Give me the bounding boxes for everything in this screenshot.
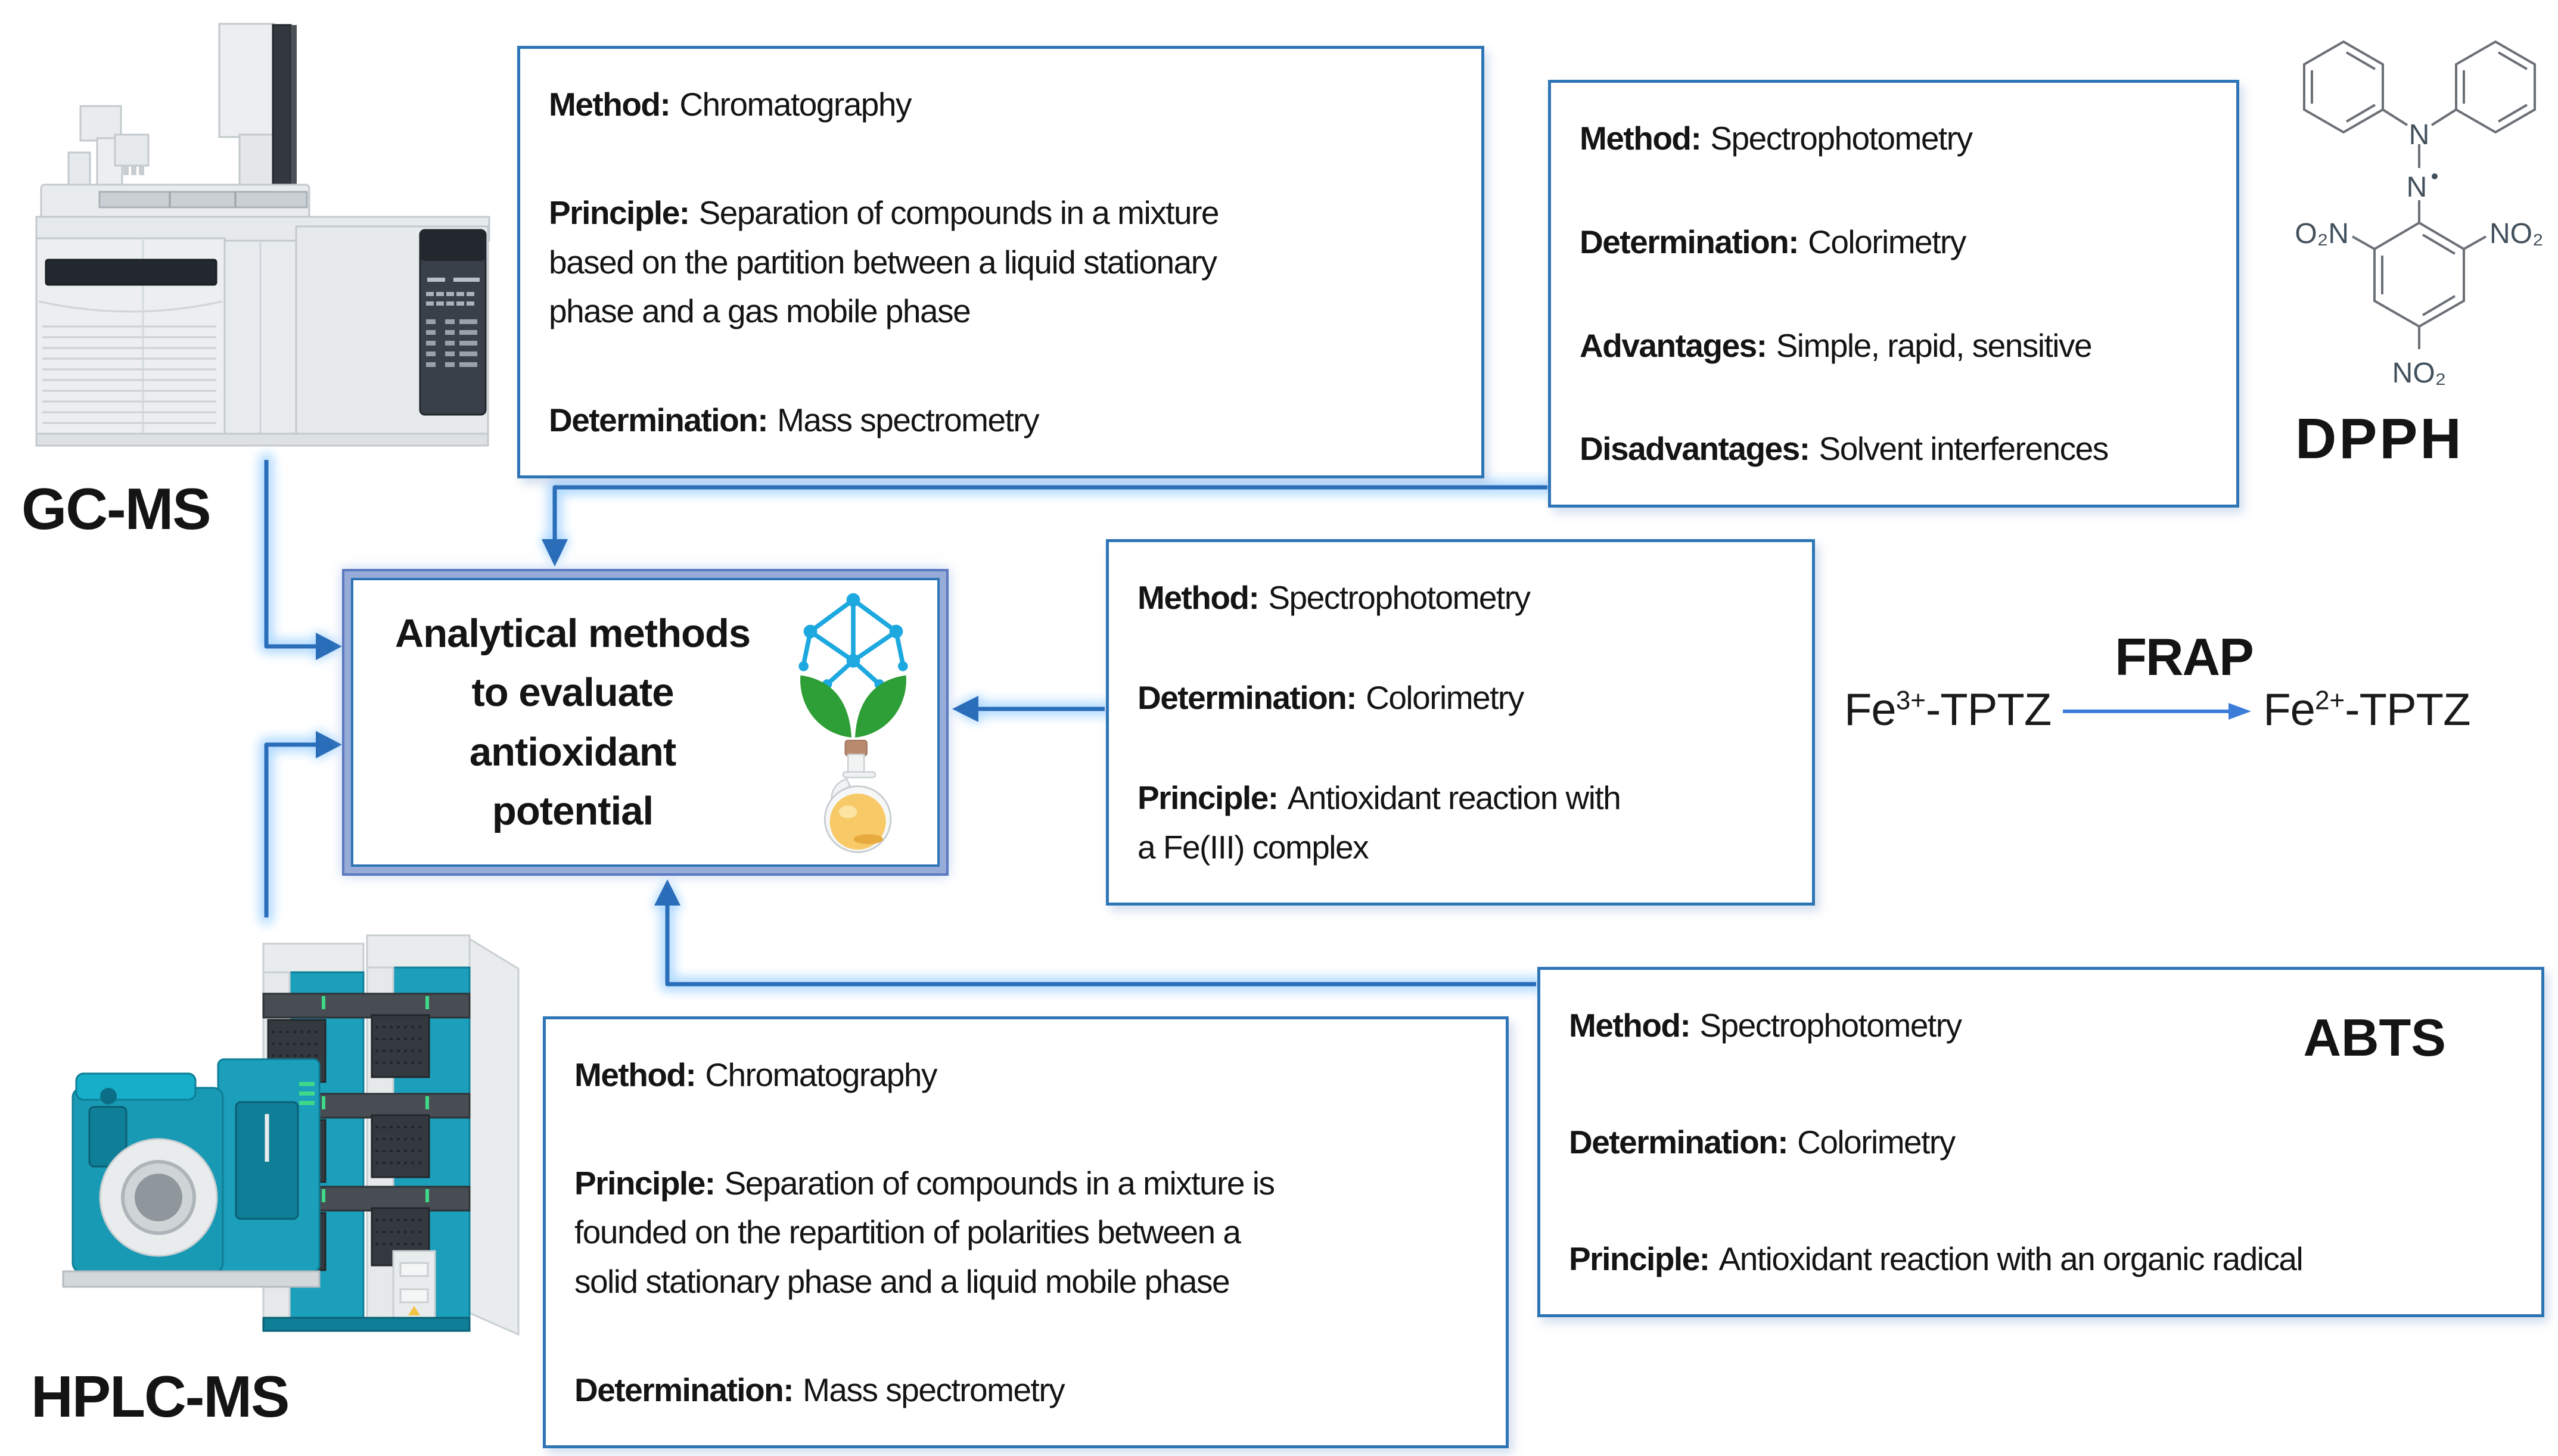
method-entry: Method:Spectrophotometry <box>1137 579 1531 616</box>
principle-label: Principle: <box>549 194 690 232</box>
dpph-arrowhead <box>542 539 568 567</box>
frap-reactant: Fe3+-TPTZ <box>1844 685 2052 735</box>
dpph-arrow <box>552 485 1547 542</box>
hplcms-arrow <box>264 742 318 917</box>
hplcms-arrow-glow <box>259 738 329 925</box>
oil-bottle-icon <box>823 739 892 853</box>
method-entry: Method:Chromatography <box>574 1056 937 1093</box>
dpph-info-box: Method:Spectrophotometry Determination:C… <box>1548 80 2239 508</box>
method-entry: Method:Spectrophotometry <box>1580 120 1973 157</box>
leaf-icon <box>800 674 906 738</box>
nitro-group-left: O₂N <box>2295 218 2349 250</box>
molecule-plant-icon <box>798 593 908 738</box>
determination-entry: Determination:Mass spectrometry <box>574 1371 1065 1408</box>
principle-entry: Principle:Antioxidant reaction with an o… <box>1569 1240 2304 1277</box>
principle-entry: Principle:Separation of compounds in a m… <box>549 194 1220 330</box>
hplcms-info-box: Method:Chromatography Principle:Separati… <box>543 1016 1509 1448</box>
principle-entry: Principle:Antioxidant reaction with a Fe… <box>1137 779 1621 866</box>
method-value: Chromatography <box>679 86 912 123</box>
frap-label: FRAP <box>2115 627 2254 686</box>
abts-arrowhead <box>654 879 680 906</box>
dpph-label: DPPH <box>2295 407 2464 471</box>
reaction-arrow-icon <box>2063 702 2252 720</box>
hplcms-instrument-illustration <box>62 934 520 1336</box>
central-topic-text: Analytical methods to evaluate antioxida… <box>394 611 751 833</box>
dpph-structure: N N O₂N NO₂ NO₂ <box>2295 40 2544 389</box>
hplcms-label: HPLC-MS <box>31 1364 290 1429</box>
nitro-group-right: NO₂ <box>2489 218 2544 250</box>
frap-reaction-equation: Fe3+-TPTZ Fe2+-TPTZ <box>1844 684 2471 736</box>
abts-info-box: ABTS Method:Spectrophotometry Determinat… <box>1537 967 2544 1317</box>
abts-arrow-glow <box>660 894 1543 991</box>
principle-value: Separation of compounds in a mixture <box>698 194 1220 232</box>
central-topic-box: Analytical methods to evaluate antioxida… <box>342 569 949 876</box>
method-label: Method: <box>549 86 671 123</box>
nitrogen-atom: N <box>2409 119 2430 151</box>
gcms-label: GC-MS <box>21 476 212 542</box>
advantages-entry: Advantages:Simple, rapid, sensitive <box>1580 326 2093 364</box>
frap-product: Fe2+-TPTZ <box>2263 685 2470 735</box>
hplcms-arrowhead <box>316 731 342 758</box>
gcms-arrow-glow <box>259 453 329 654</box>
principle-entry: Principle:Separation of compounds in a m… <box>574 1164 1275 1300</box>
determination-entry: Determination:Colorimetry <box>1569 1123 1956 1161</box>
nitro-group-bottom: NO₂ <box>2392 357 2447 389</box>
frap-arrowhead <box>952 696 978 722</box>
determination-label: Determination: <box>549 401 769 438</box>
determination-entry: Determination:Mass spectrometry <box>549 396 1453 445</box>
disadvantages-entry: Disadvantages:Solvent interferences <box>1580 430 2109 468</box>
determination-value: Mass spectrometry <box>777 401 1040 438</box>
radical-dot <box>2432 173 2438 179</box>
frap-info-box: Method:Spectrophotometry Determination:C… <box>1106 539 1815 906</box>
determination-entry: Determination:Colorimetry <box>1137 679 1524 716</box>
abts-label: ABTS <box>2303 1008 2446 1067</box>
gcms-info-box: Method:Chromatography Principle:Separati… <box>517 46 1484 478</box>
method-entry: Method:Chromatography <box>549 80 1453 129</box>
determination-entry: Determination:Colorimetry <box>1580 223 1966 260</box>
nitrogen-radical-atom: N <box>2407 172 2428 203</box>
method-entry: Method:Spectrophotometry <box>1569 1007 1962 1044</box>
dpph-arrow-glow <box>548 480 1555 552</box>
gcms-arrowhead <box>316 633 342 660</box>
abts-arrow <box>665 904 1536 987</box>
gcms-arrow <box>264 460 318 649</box>
gcms-instrument-illustration <box>35 23 490 447</box>
